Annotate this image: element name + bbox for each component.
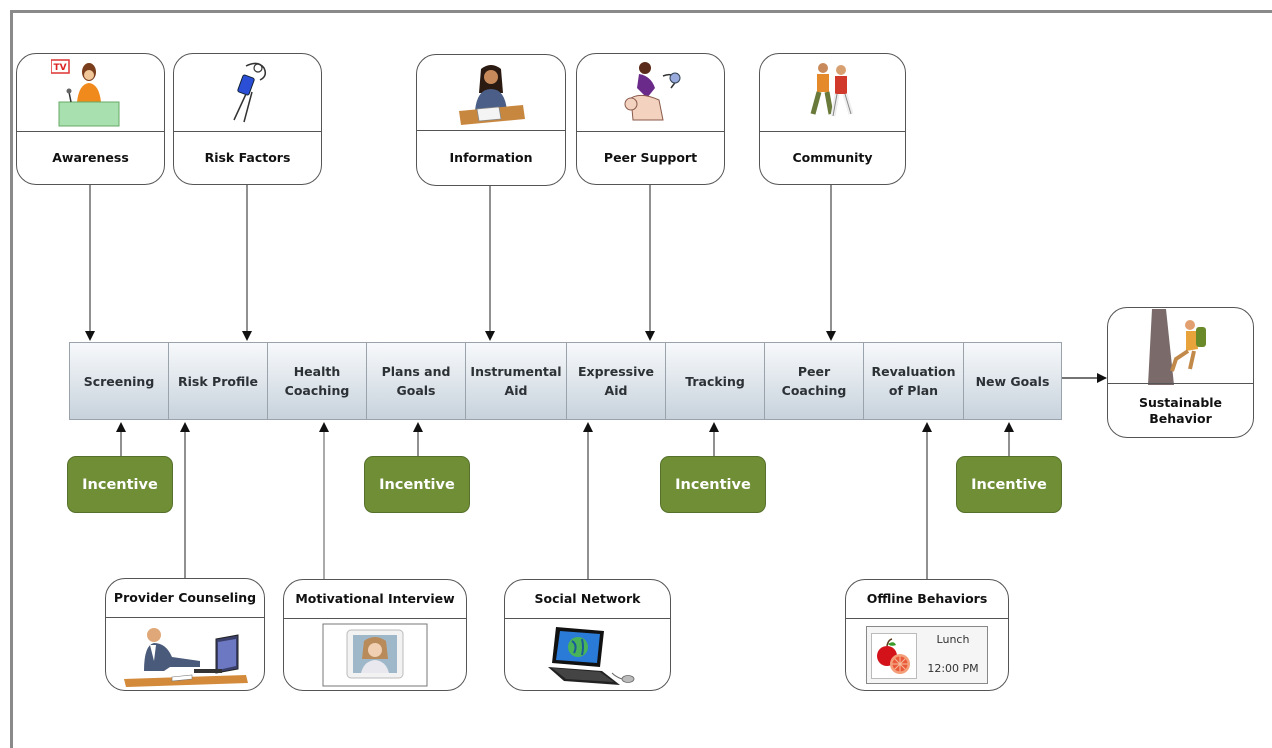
outcome-line1: Sustainable [1138, 394, 1223, 410]
incentive-badge: Incentive [67, 456, 173, 513]
card-motivational-interview: Motivational Interview [283, 579, 467, 691]
svg-text:TV: TV [53, 63, 66, 73]
step-screening: Screening [69, 342, 169, 420]
outcome-line2: Behavior [1149, 410, 1212, 426]
reminder-widget: Lunch 12:00 PM [866, 625, 988, 684]
peer-helping-icon [577, 54, 724, 132]
step-line1: Revaluation [871, 364, 956, 379]
step-line2: Coaching [284, 383, 350, 398]
step-line1: Health [293, 364, 341, 379]
card-label: Information [417, 130, 565, 185]
card-label: Offline Behaviors [846, 580, 1008, 619]
step-tracking: Tracking [665, 342, 765, 420]
card-label: Provider Counseling [106, 579, 264, 618]
step-line1: Plans and [381, 364, 451, 379]
video-portrait-icon [284, 619, 466, 690]
laptop-globe-icon [505, 619, 670, 690]
card-risk-factors: Risk Factors [173, 53, 322, 185]
card-label: Motivational Interview [284, 580, 466, 619]
step-line1: Peer [797, 364, 831, 379]
incentive-badge: Incentive [660, 456, 766, 513]
card-label: Social Network [505, 580, 670, 619]
card-awareness: TV Awareness [16, 53, 165, 185]
blood-pressure-cuff-icon [174, 54, 321, 132]
office-worker-icon [106, 618, 264, 690]
hiker-icon [1108, 308, 1253, 385]
card-label: Risk Factors [174, 131, 321, 184]
step-line1: Expressive [578, 364, 654, 379]
card-information: Information [416, 54, 566, 186]
step-line2: Aid [504, 383, 528, 398]
card-label: Awareness [17, 131, 164, 184]
step-risk-profile: Risk Profile [168, 342, 268, 420]
card-peer-support: Peer Support [576, 53, 725, 185]
reminder-time: 12:00 PM [927, 661, 979, 675]
running-people-icon [760, 54, 905, 132]
card-provider-counseling: Provider Counseling [105, 578, 265, 691]
reminder-title: Lunch [936, 632, 970, 646]
card-offline-behaviors: Offline Behaviors Lunch 12:00 PM [845, 579, 1009, 691]
step-line2: Coaching [781, 383, 847, 398]
apple-icon [871, 632, 917, 679]
reading-person-icon [417, 55, 565, 132]
step-line1: New Goals [975, 373, 1050, 389]
step-line2: Aid [604, 383, 628, 398]
card-community: Community [759, 53, 906, 185]
step-line2: Goals [396, 383, 436, 398]
incentive-badge: Incentive [364, 456, 470, 513]
card-label: Community [760, 131, 905, 184]
step-new-goals: New Goals [963, 342, 1062, 420]
apple-reminder-icon: Lunch 12:00 PM [846, 619, 1008, 690]
step-line1: Risk Profile [178, 373, 258, 389]
step-line2: of Plan [888, 383, 939, 398]
step-line1: Instrumental [470, 364, 562, 379]
incentive-badge: Incentive [956, 456, 1062, 513]
tv-presenter-icon: TV [17, 54, 164, 132]
card-label: Peer Support [577, 131, 724, 184]
card-social-network: Social Network [504, 579, 671, 691]
step-revaluation-of-plan: Revaluation of Plan [863, 342, 964, 420]
step-line1: Screening [83, 373, 155, 389]
step-line1: Tracking [685, 373, 745, 389]
